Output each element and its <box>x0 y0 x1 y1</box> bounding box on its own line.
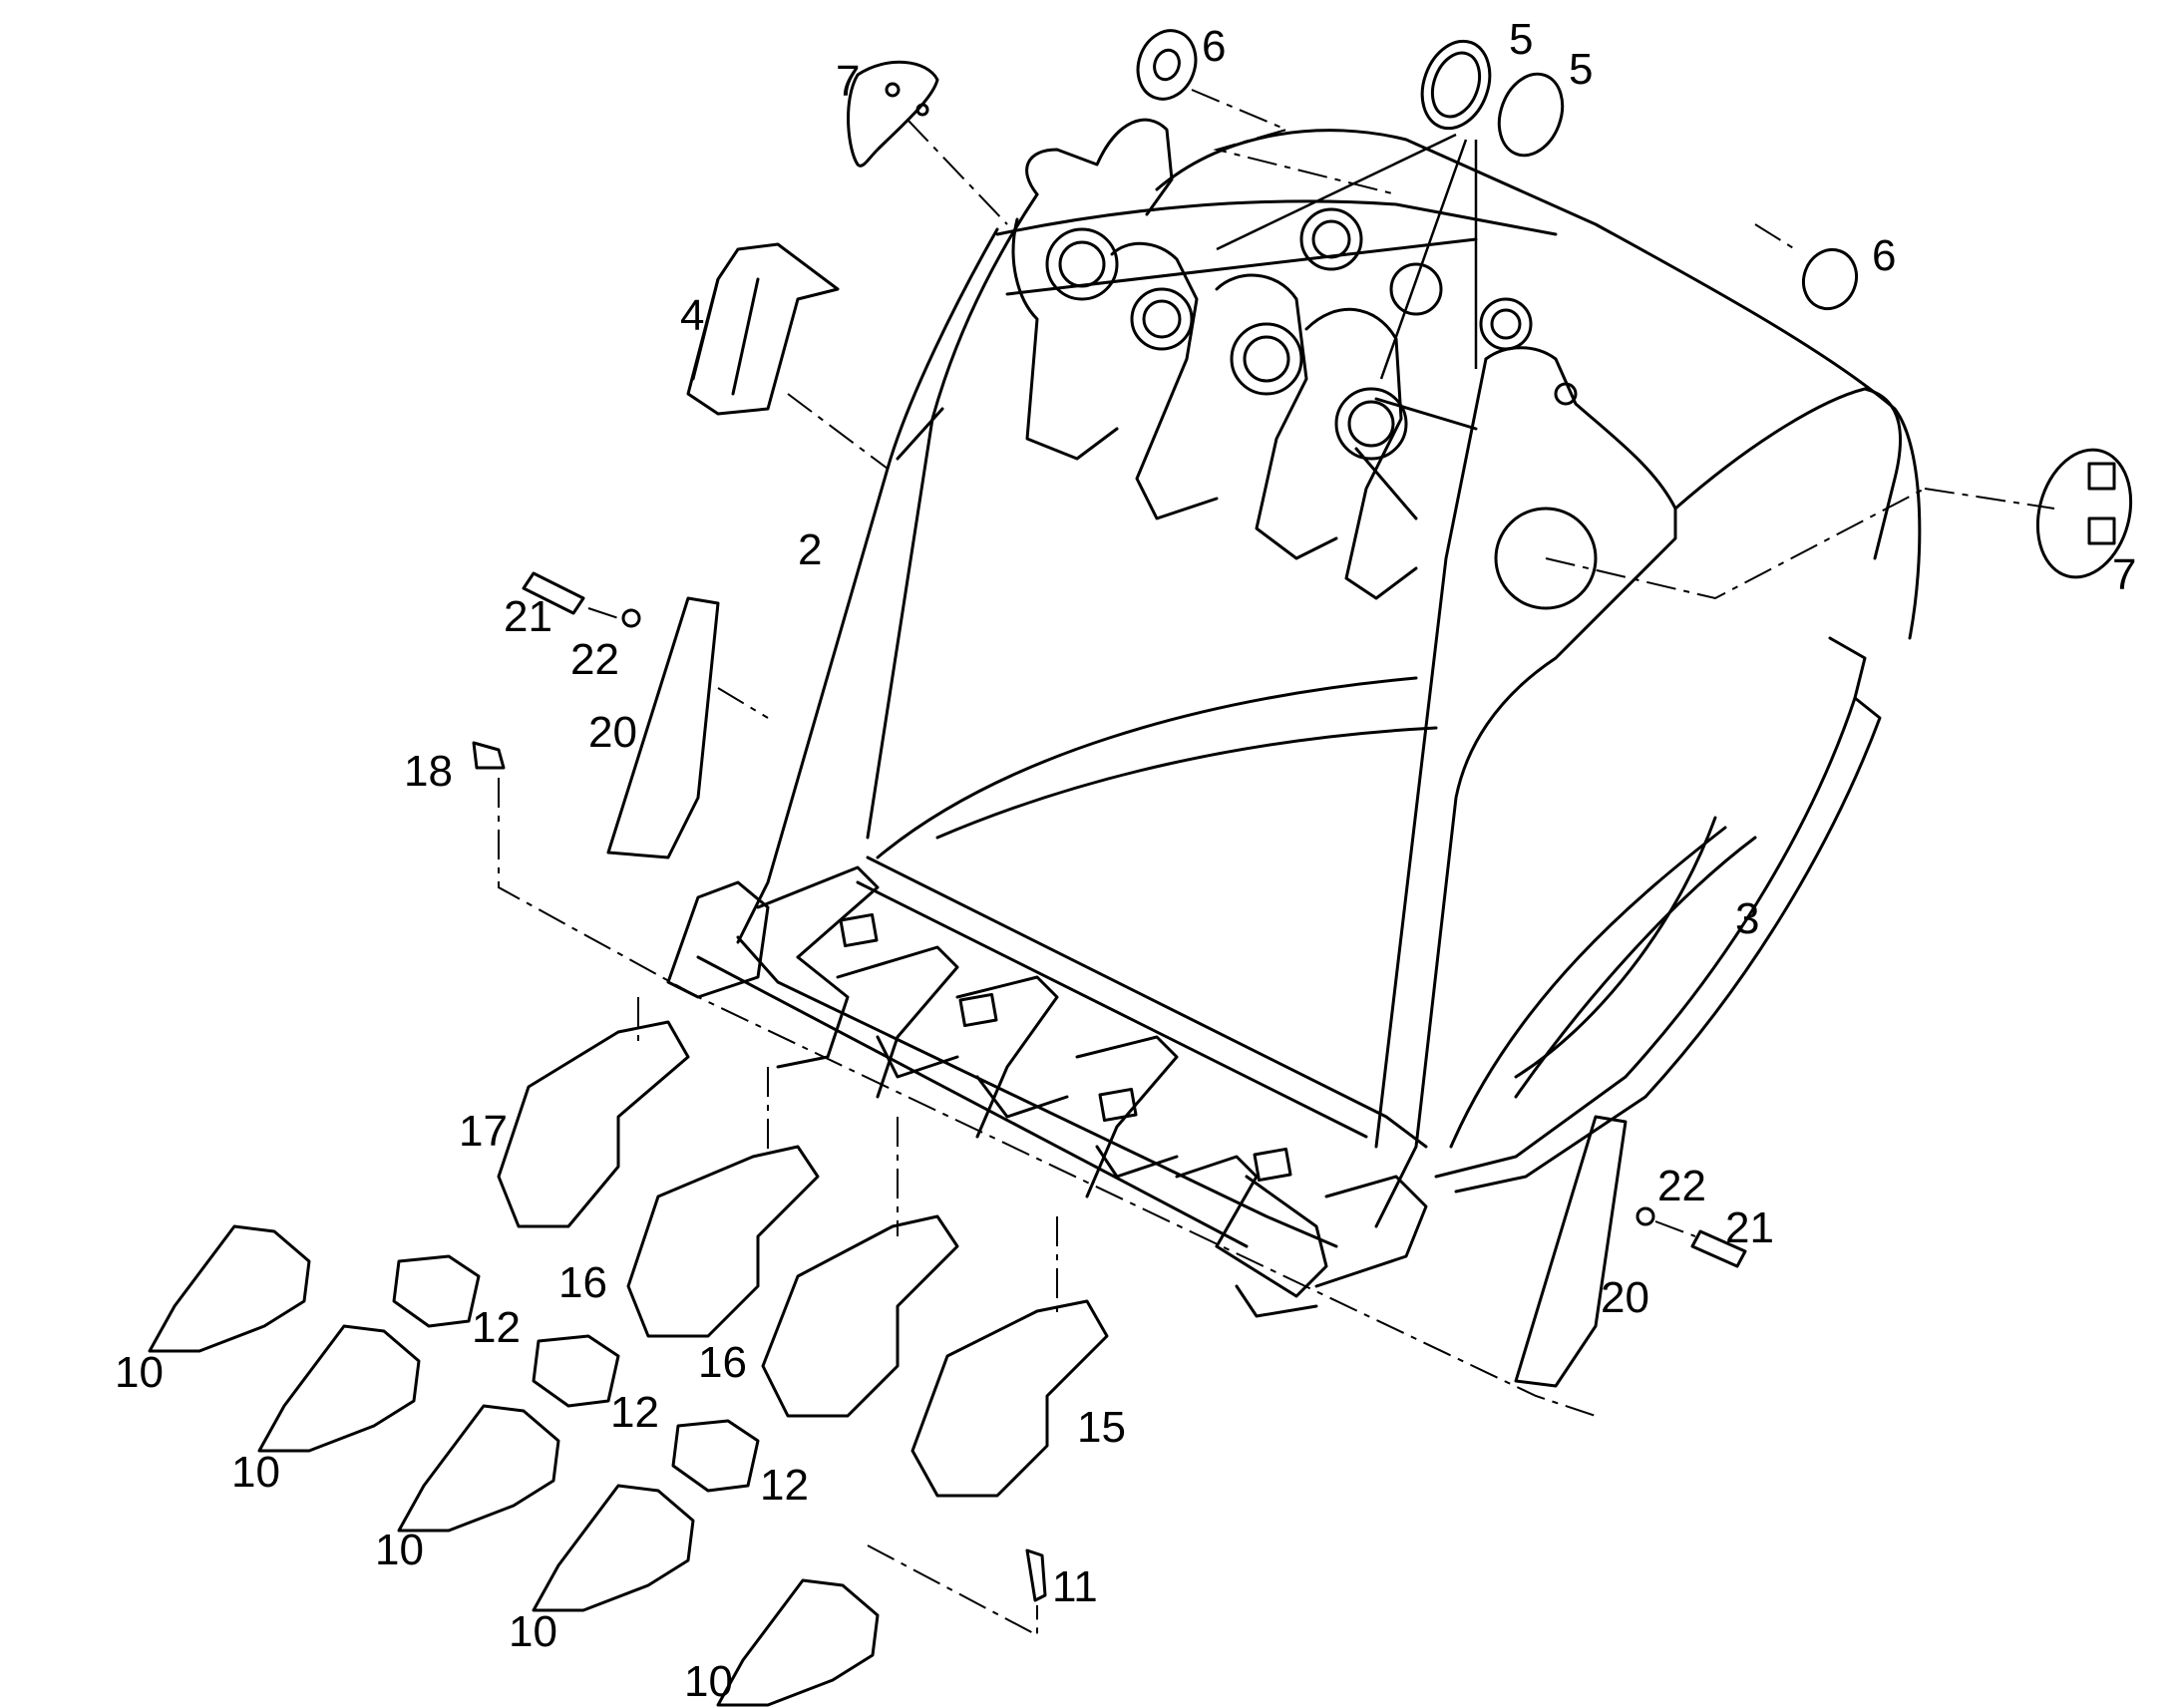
bucket-body <box>696 129 1922 1248</box>
item-6-disc-right <box>1802 247 1858 311</box>
callout-11: 11 <box>1052 1562 1098 1611</box>
arrow-leaders <box>1216 133 1478 380</box>
callout-20-right: 20 <box>1601 1273 1649 1322</box>
item-22-ring-right <box>1635 1206 1655 1226</box>
item-5-disc-a <box>1420 39 1492 131</box>
callout-22-left: 22 <box>570 635 619 684</box>
callout-7-top: 7 <box>836 57 861 106</box>
callout-16-a: 16 <box>558 1258 607 1307</box>
item-10-tooth-4 <box>532 1484 695 1612</box>
item-6-disc-top <box>1136 29 1198 101</box>
callout-22-right: 22 <box>1657 1162 1706 1210</box>
leader-lines <box>498 89 2055 1637</box>
item-12-cap-2 <box>532 1334 620 1408</box>
lip-adapters <box>666 865 1428 1318</box>
callout-10-c: 10 <box>375 1526 424 1574</box>
callout-7-right: 7 <box>2112 550 2137 599</box>
item-18-lock <box>472 741 506 770</box>
item-10-tooth-1 <box>148 1224 311 1353</box>
callout-21-right: 21 <box>1725 1203 1774 1252</box>
callout-5-b: 5 <box>1569 45 1594 94</box>
callout-15: 15 <box>1077 1403 1126 1452</box>
callout-20-left: 20 <box>588 708 637 757</box>
callout-12-c: 12 <box>760 1461 809 1510</box>
item-16-adapter-a <box>626 1145 820 1338</box>
callout-10-a: 10 <box>115 1348 164 1397</box>
callout-12-a: 12 <box>472 1303 521 1352</box>
callout-10-b: 10 <box>231 1448 280 1497</box>
item-17-adapter <box>497 1020 690 1228</box>
callout-6-right: 6 <box>1872 231 1897 280</box>
item-15-adapter <box>910 1299 1109 1498</box>
callout-6-top: 6 <box>1202 22 1227 71</box>
item-21-pin-left <box>522 571 585 615</box>
item-12-cap-1 <box>392 1254 481 1328</box>
item-20-side-cutter-right <box>1514 1115 1628 1388</box>
item-4-plate <box>686 242 840 416</box>
item-16-adapter-b <box>761 1214 959 1418</box>
callout-10-e: 10 <box>684 1657 733 1706</box>
item-22-ring-left <box>621 608 641 628</box>
callout-2: 2 <box>798 525 823 574</box>
item-10-tooth-2 <box>257 1324 421 1453</box>
item-10-tooth-5 <box>716 1578 880 1707</box>
item-12-cap-3 <box>671 1419 760 1493</box>
callout-16-b: 16 <box>698 1338 747 1387</box>
item-11-pin <box>1025 1548 1047 1602</box>
callout-5-a: 5 <box>1509 15 1534 64</box>
item-7-decal-right <box>2035 448 2133 579</box>
item-20-side-cutter-left <box>606 596 720 859</box>
callout-10-d: 10 <box>509 1607 557 1656</box>
hinge-brackets <box>1011 118 1578 600</box>
callout-3: 3 <box>1735 894 1760 943</box>
item-7-cover-left <box>847 60 939 168</box>
item-21-pin-right <box>1690 1229 1747 1268</box>
callout-12-b: 12 <box>610 1388 659 1437</box>
item-10-tooth-3 <box>397 1404 560 1533</box>
callout-18: 18 <box>404 747 453 796</box>
callout-21-left: 21 <box>504 592 552 641</box>
callout-17: 17 <box>459 1107 508 1156</box>
callout-4: 4 <box>680 291 705 340</box>
item-5-disc-b <box>1497 72 1565 158</box>
